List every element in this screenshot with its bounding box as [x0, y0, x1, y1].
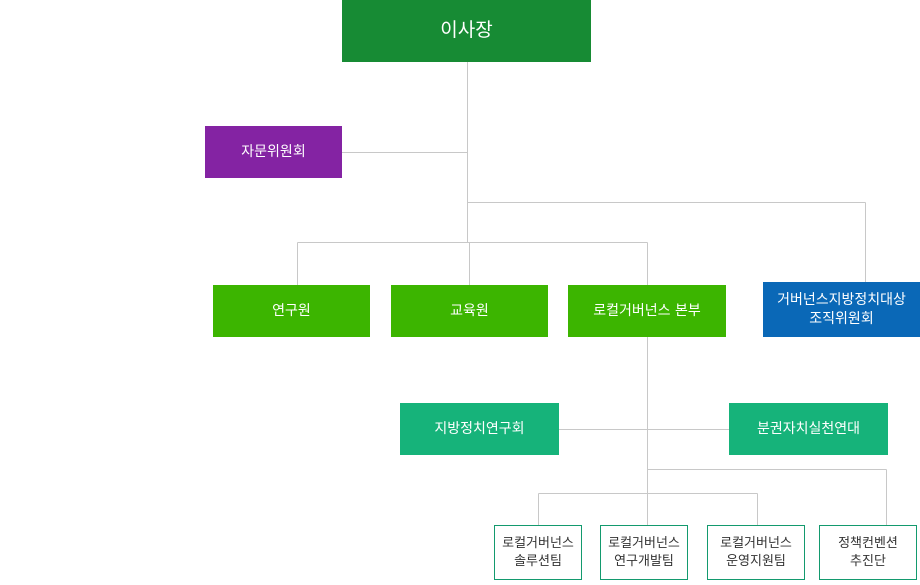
affiliate-local-politics-study-group: 지방정치연구회: [400, 403, 559, 455]
advisory-committee-box: 자문위원회: [205, 126, 342, 178]
affiliate-label: 지방정치연구회: [434, 420, 525, 437]
affiliate-label: 분권자치실천연대: [756, 420, 861, 437]
team-solution: 로컬거버넌스 솔루션팀: [494, 525, 582, 580]
team-label-line2: 운영지원팀: [726, 553, 786, 569]
team-research-development: 로컬거버넌스 연구개발팀: [600, 525, 688, 580]
team-text: 로컬거버넌스 운영지원팀: [720, 535, 792, 570]
team-label-line1: 정책컨벤션: [838, 535, 898, 551]
department-local-governance-hq: 로컬거버넌스 본부: [568, 285, 726, 337]
department-label: 연구원: [272, 302, 311, 319]
award-organizing-committee-box: 거버넌스지방정치대상 조직위원회: [763, 282, 920, 337]
team-text: 정책컨벤션 추진단: [838, 535, 898, 570]
department-label: 로컬거버넌스 본부: [593, 302, 701, 319]
team-label-line2: 추진단: [850, 553, 886, 569]
committee-label-line2: 조직위원회: [809, 310, 874, 327]
affiliate-decentralization-solidarity: 분권자치실천연대: [729, 403, 888, 455]
chairman-box: 이사장: [342, 0, 591, 62]
team-text: 로컬거버넌스 연구개발팀: [608, 535, 680, 570]
team-text: 로컬거버넌스 솔루션팀: [502, 535, 574, 570]
committee-label-line1: 거버넌스지방정치대상: [777, 291, 906, 308]
team-policy-convention: 정책컨벤션 추진단: [819, 525, 917, 580]
team-operations-support: 로컬거버넌스 운영지원팀: [707, 525, 805, 580]
team-label-line1: 로컬거버넌스: [502, 535, 574, 551]
team-label-line1: 로컬거버넌스: [720, 535, 792, 551]
department-research-institute: 연구원: [213, 285, 370, 337]
department-education-institute: 교육원: [391, 285, 548, 337]
chairman-label: 이사장: [440, 19, 493, 42]
team-label-line2: 연구개발팀: [614, 553, 674, 569]
committee-text: 거버넌스지방정치대상 조직위원회: [777, 291, 906, 329]
advisory-committee-label: 자문위원회: [241, 143, 306, 160]
team-label-line1: 로컬거버넌스: [608, 535, 680, 551]
team-label-line2: 솔루션팀: [514, 553, 562, 569]
department-label: 교육원: [450, 302, 489, 319]
